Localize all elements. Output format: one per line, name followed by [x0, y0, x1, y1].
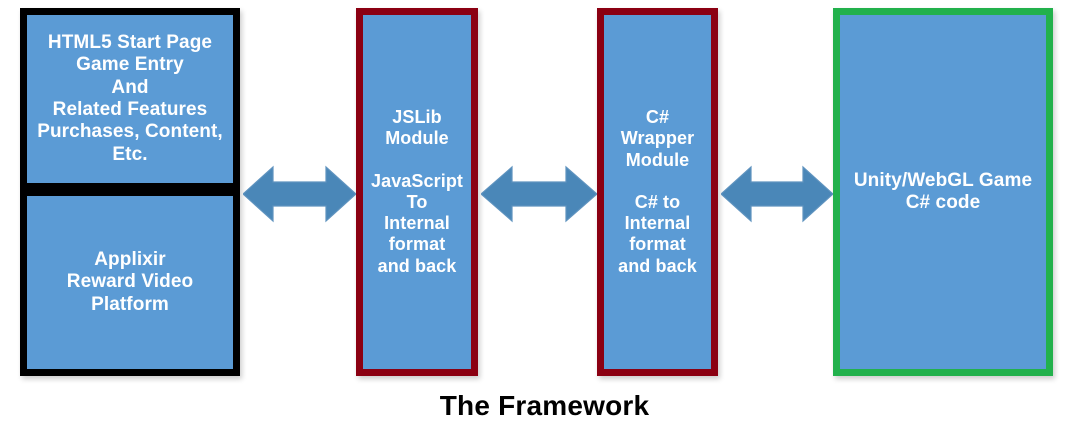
node-unity-webgl-game: Unity/WebGL Game C# code	[833, 8, 1053, 376]
double-arrow-icon-html5-to-jslib	[243, 163, 356, 225]
double-arrow-icon-jslib-to-wrapper	[481, 163, 597, 225]
node-jslib-module: JSLib Module JavaScript To Internal form…	[356, 8, 478, 376]
double-arrow-icon-wrapper-to-unity	[721, 163, 833, 225]
node-html5-start-page: HTML5 Start Page Game Entry And Related …	[20, 8, 240, 190]
node-applixir-platform: Applixir Reward Video Platform	[20, 190, 240, 376]
diagram-caption: The Framework	[439, 390, 650, 421]
node-csharp-wrapper-module: C# Wrapper Module C# to Internal format …	[597, 8, 718, 376]
